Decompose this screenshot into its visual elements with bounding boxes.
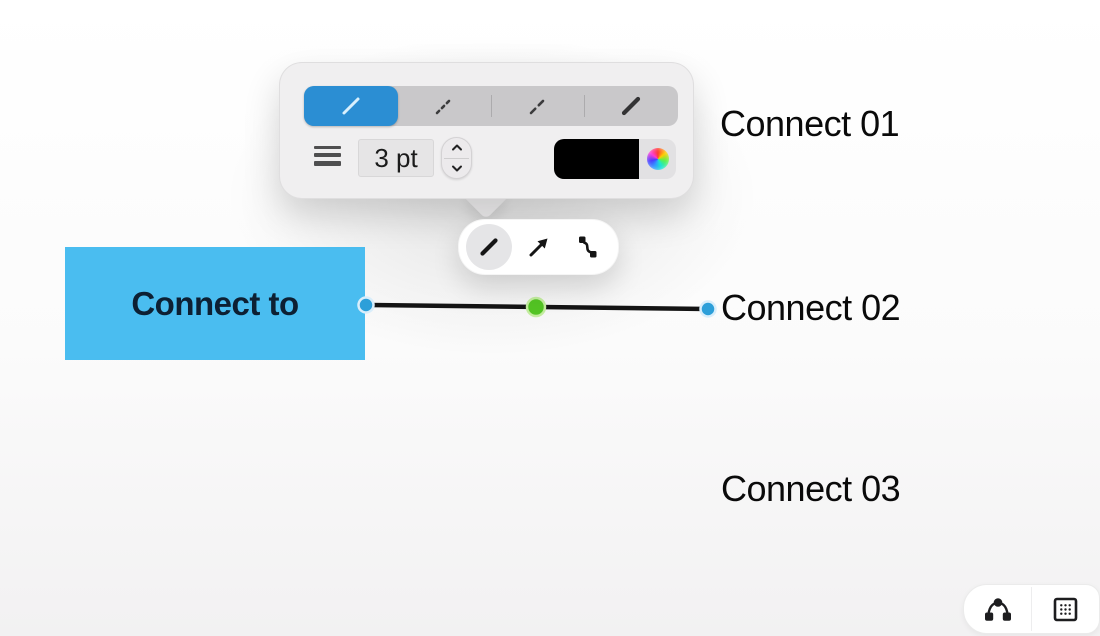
- dashed-short-line-icon: [435, 97, 453, 115]
- segment-separator: [584, 95, 585, 117]
- straight-line-option[interactable]: [465, 220, 513, 274]
- line-type-popover: [458, 219, 619, 275]
- shape-label: Connect to: [131, 284, 299, 322]
- solid-thin-line-icon: [342, 97, 360, 115]
- connect-to-shape[interactable]: Connect to: [65, 247, 365, 360]
- stepper-divider: [444, 157, 469, 159]
- line-weight-icon: [314, 146, 341, 168]
- line-style-popover: [279, 62, 694, 199]
- dashed-long-line-icon: [529, 97, 547, 115]
- straight-line-icon: [480, 238, 498, 256]
- segment-dashed-short-line[interactable]: [398, 86, 492, 126]
- segment-solid-thick-line[interactable]: [585, 86, 679, 126]
- stepper-down-button[interactable]: [442, 159, 471, 179]
- curved-line-icon: [579, 236, 597, 258]
- stroke-color-control: [554, 139, 676, 179]
- grid-frame-button[interactable]: [1032, 585, 1099, 633]
- connection-diagram-button[interactable]: [964, 585, 1031, 633]
- segment-dashed-long-line[interactable]: [491, 86, 585, 126]
- stepper-up-button[interactable]: [442, 138, 471, 158]
- canvas-label-connect-02[interactable]: Connect 02: [721, 287, 901, 328]
- chevron-up-icon: [451, 144, 462, 151]
- segment-solid-thin-line[interactable]: [304, 86, 398, 126]
- line-style-segmented-control: [304, 86, 678, 126]
- curved-line-option[interactable]: [564, 220, 612, 274]
- grid-frame-icon: [1053, 597, 1078, 621]
- canvas-label-connect-03[interactable]: Connect 03: [721, 468, 901, 509]
- bottom-right-toolbar: [963, 584, 1100, 634]
- color-wheel-icon[interactable]: [647, 148, 669, 170]
- segment-separator: [490, 95, 492, 117]
- connection-diagram-icon: [984, 597, 1011, 621]
- canvas-label-connect-01[interactable]: Connect 01: [720, 103, 900, 144]
- chevron-down-icon: [451, 165, 462, 172]
- solid-thick-line-icon: [622, 96, 641, 116]
- toolbar-divider: [1031, 587, 1032, 631]
- arrow-line-option[interactable]: [515, 220, 563, 274]
- stroke-width-stepper[interactable]: [441, 137, 472, 179]
- current-color-swatch[interactable]: [554, 139, 639, 179]
- arrow-line-icon: [529, 238, 548, 257]
- stroke-width-input[interactable]: [358, 139, 434, 177]
